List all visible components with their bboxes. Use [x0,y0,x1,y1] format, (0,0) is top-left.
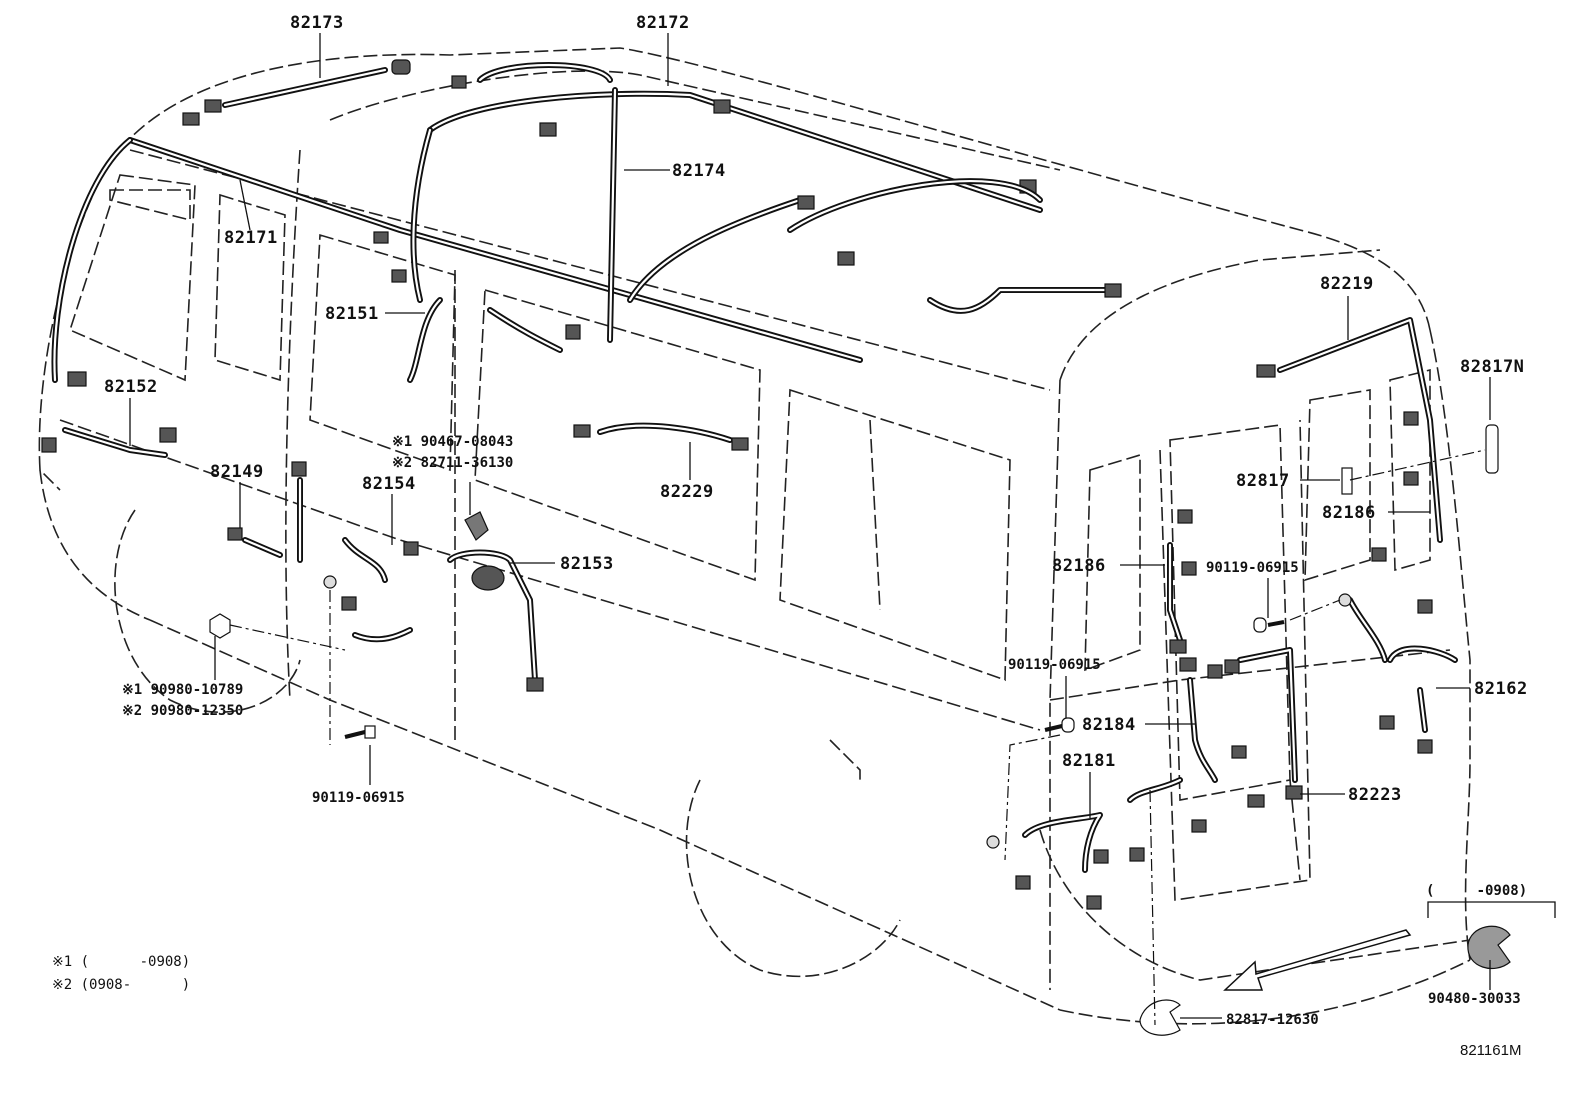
label-82153: 82153 [560,554,614,574]
connector [1403,411,1419,426]
footnote-1: ※1 ( -0908) [52,954,190,970]
small-parts [209,424,1511,1036]
connector [1207,664,1223,679]
connector [526,677,544,692]
connector [67,371,87,387]
connector [1086,895,1102,910]
connector [573,424,591,438]
direction-arrow [1223,929,1412,991]
connector [471,565,505,591]
label-82162: 82162 [1474,679,1528,699]
connector [539,122,557,137]
connector [204,99,222,113]
connector [159,427,177,443]
label-90480-30033: 90480-30033 [1428,991,1521,1007]
connector [1417,599,1433,614]
label-inset-range: ( -0908) [1426,883,1527,899]
connector [1129,847,1145,862]
connector [1231,745,1247,759]
label-90467-08043: ※1 90467-08043 [392,434,513,450]
label-82172: 82172 [636,13,690,33]
connector [565,324,581,340]
connector [731,437,749,451]
van-body [38,47,1471,1025]
connector [451,75,467,89]
connector [1015,875,1031,890]
connector [227,527,243,541]
connector [1191,819,1207,833]
connector [391,269,407,283]
label-82149: 82149 [210,462,264,482]
connector [1417,739,1433,754]
inset-bracket [1427,901,1556,918]
connector [1224,659,1240,674]
reference-lines [229,449,1486,1026]
label-82817-12630: 82817-12630 [1226,1012,1319,1028]
label-82173: 82173 [290,13,344,33]
connector [837,251,855,266]
label-90119-06915-c: 90119-06915 [1008,657,1101,673]
bolt-icon [1044,717,1075,733]
label-82151: 82151 [325,304,379,324]
connector [1104,283,1122,298]
connector [41,437,57,453]
connector [182,112,200,126]
connector [391,59,411,75]
clip-icon [464,511,489,541]
grommet-icon [986,835,1000,849]
bolt-icon [344,725,376,739]
label-90980-10789: ※1 90980-10789 [122,682,243,698]
label-82186-left: 82186 [1052,556,1106,576]
connector [1169,639,1187,654]
connector [1093,849,1109,864]
label-82171: 82171 [224,228,278,248]
grommet-icon [323,575,337,589]
tube-icon [1341,467,1353,495]
part-labels: 82173 82172 82174 82171 82151 82152 8214… [104,13,1528,1028]
connector [1247,794,1265,808]
connector [1256,364,1276,378]
wire-harnesses [41,59,1458,910]
label-82229: 82229 [660,482,714,502]
connector [1181,561,1197,576]
hex-nut-icon [209,613,231,639]
diagram-code: 821161M [1460,1042,1521,1059]
connector [403,541,419,556]
connector [373,231,389,244]
label-82152: 82152 [104,377,158,397]
label-82817N: 82817N [1460,357,1524,377]
label-82186-right: 82186 [1322,503,1376,523]
tube-icon [1485,424,1499,474]
footnote-2: ※2 (0908- ) [52,977,190,993]
label-82174: 82174 [672,161,726,181]
connector [1379,715,1395,730]
label-82154: 82154 [362,474,416,494]
connector [713,99,731,114]
connector [291,461,307,477]
label-90119-06915-b: 90119-06915 [1206,560,1299,576]
plug-icon [1467,925,1511,970]
label-82219: 82219 [1320,274,1374,294]
connector [341,596,357,611]
connector [1371,547,1387,562]
connector [1403,471,1419,486]
label-90980-12350: ※2 90980-12350 [122,703,243,719]
footnotes: ※1 ( -0908) ※2 (0908- ) 821161M [52,954,1521,1059]
leader-lines [129,33,1491,1019]
label-82817: 82817 [1236,471,1290,491]
label-82711-36130: ※2 82711-36130 [392,455,513,471]
connector [1177,509,1193,524]
connector [797,195,815,210]
bolt-icon [1253,617,1285,633]
grommet-icon [1338,593,1352,607]
plug-icon [1139,999,1181,1036]
connector [1285,785,1303,800]
label-82184: 82184 [1082,715,1136,735]
label-82181: 82181 [1062,751,1116,771]
label-90119-06915-a: 90119-06915 [312,790,405,806]
connector [1179,657,1197,672]
label-82223: 82223 [1348,785,1402,805]
